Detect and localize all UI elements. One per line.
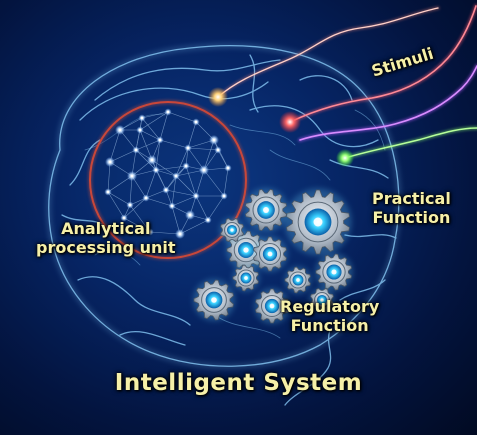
network-node <box>204 216 212 224</box>
gear-icon <box>254 288 290 324</box>
practical-function-label-line2: Function <box>372 208 451 228</box>
gear-icon <box>309 287 335 313</box>
practical-function-label-line1: Practical <box>372 189 451 208</box>
network-node <box>175 229 185 239</box>
network-node <box>132 146 140 154</box>
network-node <box>172 172 180 180</box>
network-node <box>199 165 209 175</box>
practical-function-label: Practical Function <box>372 189 451 227</box>
network-node <box>156 136 164 144</box>
network-node <box>120 214 128 222</box>
network-node <box>185 210 195 220</box>
gear-icon <box>219 217 245 243</box>
analytical-label-line2: processing unit <box>36 238 176 258</box>
network-node <box>115 125 125 135</box>
network-node <box>164 108 172 116</box>
gear-icon <box>284 188 352 256</box>
regulatory-function-label: Regulatory Function <box>280 297 379 335</box>
network-node <box>152 166 160 174</box>
regulatory-label-line1: Regulatory <box>280 297 380 316</box>
network-node <box>104 188 112 196</box>
gear-icon <box>315 253 353 291</box>
signal-spark-icon <box>208 87 354 167</box>
stimuli-signal-lines <box>216 4 477 160</box>
network-node <box>182 162 190 170</box>
gear-icon <box>243 187 289 233</box>
neural-network-icon <box>104 108 232 239</box>
network-node <box>138 114 146 122</box>
gear-cluster <box>193 187 353 324</box>
gear-icon <box>193 279 235 321</box>
network-node <box>162 186 170 194</box>
gear-icon <box>252 236 288 272</box>
network-node <box>209 135 219 145</box>
network-node <box>142 194 150 202</box>
analytical-processing-unit-label: Analytical processing unit <box>36 219 176 257</box>
network-node <box>220 192 228 200</box>
analytical-label-line1: Analytical <box>61 219 151 238</box>
network-node <box>184 144 192 152</box>
network-node <box>146 228 154 236</box>
regulatory-label-line2: Function <box>290 316 369 336</box>
network-node <box>168 202 176 210</box>
network-node <box>136 126 144 134</box>
network-node <box>224 164 232 172</box>
network-node <box>192 192 200 200</box>
network-node <box>214 146 222 154</box>
brain-outline-icon <box>47 44 401 406</box>
network-node <box>105 157 115 167</box>
network-node <box>147 155 157 165</box>
network-node <box>192 118 200 126</box>
gear-icon <box>284 266 312 294</box>
gear-icon <box>232 264 260 292</box>
network-node <box>126 201 134 209</box>
network-node <box>127 171 137 181</box>
diagram-title: Intelligent System <box>114 370 363 396</box>
